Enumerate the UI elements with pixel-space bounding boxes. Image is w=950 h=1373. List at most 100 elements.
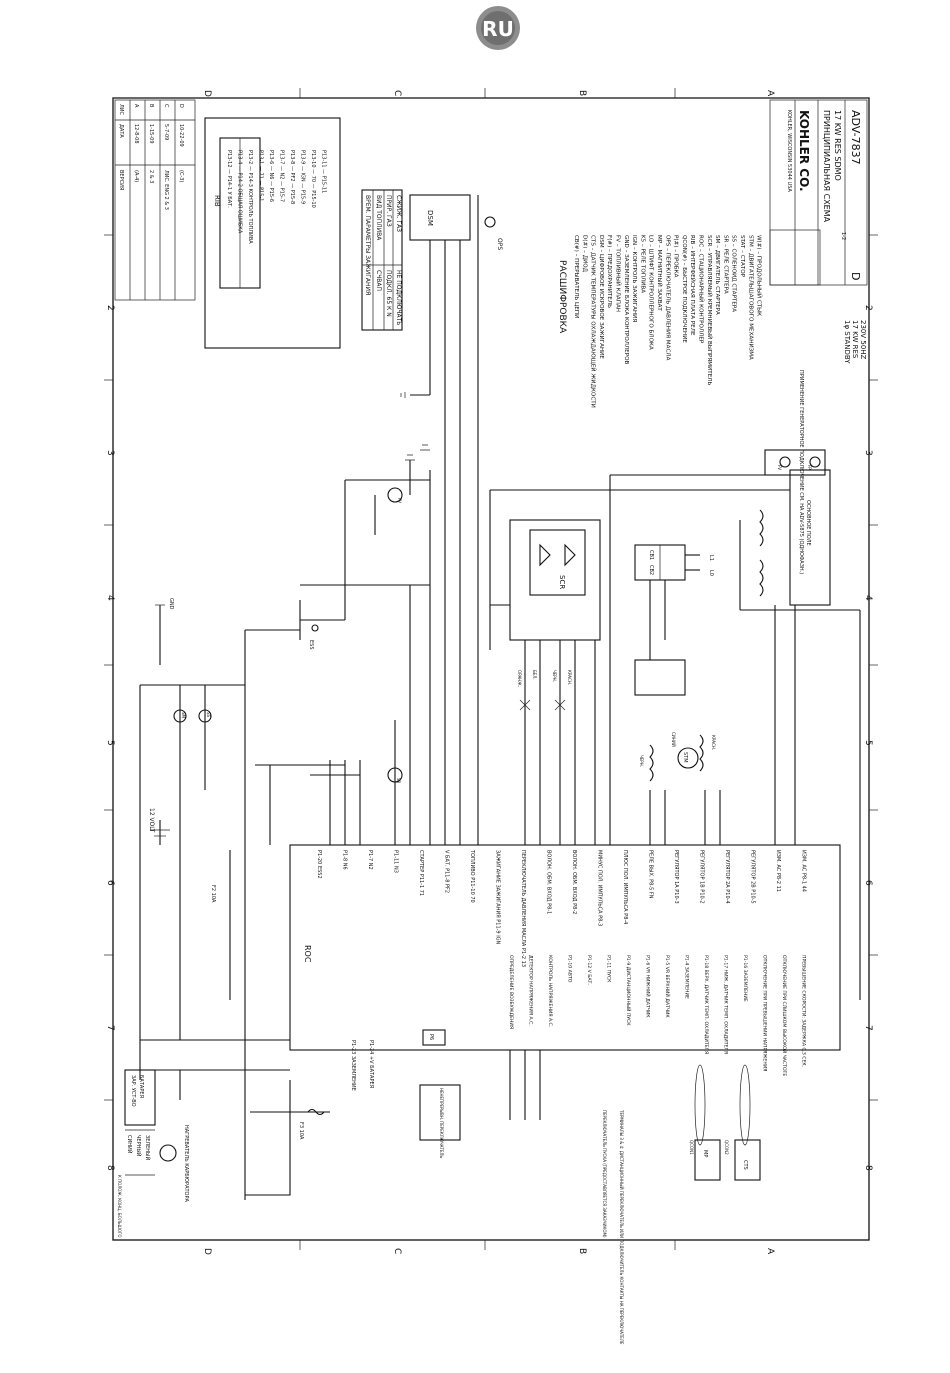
p6-label: P6 <box>428 1034 434 1040</box>
cb1-label: CB1 <box>648 550 654 560</box>
roc-terminal-label: ТОПЛИВО P11-10 70 <box>469 849 475 903</box>
rib-pin-label: P13-6 — N6 — P15-6 <box>268 150 274 202</box>
zone-labels-bottom: D C B A <box>202 1248 775 1255</box>
qcon2-label: QCON2 <box>724 1140 729 1155</box>
col-left-2: 3 <box>105 450 115 456</box>
rev-row-version: (C-3) <box>178 170 184 182</box>
fn-label: FV <box>777 465 782 470</box>
fuel-row-1-b: ПОДКЛ. 65 К N <box>385 270 392 317</box>
roc-function-label: ОПРЕДЕЛЕНИЕ ВОЗБУЖДЕНИЯ <box>508 955 514 1029</box>
rev-row-version: (A-4) <box>133 170 139 182</box>
col-left-7: 8 <box>105 1165 115 1171</box>
legend-title: РАСШИФРОВКА <box>557 260 567 334</box>
roc-terminal-label: P1-11 N3 <box>393 850 399 873</box>
drawing-title: ПРИНЦИПИАЛЬНАЯ СХЕМА <box>822 110 831 223</box>
rev-row-date: 12-8-08 <box>133 124 139 144</box>
fuel-row-2-b: НЕ ПОДКЛЮЧАТЬ <box>395 270 402 325</box>
roc-function-label: ПРЕВЫШЕНИЕ СКОРОСТИ: ЗАДЕРЖКА 0,3 СЕК. <box>801 955 807 1067</box>
rib-label: RIB <box>213 195 221 207</box>
app-line-3: 230V 50HZ <box>859 320 867 360</box>
wire-color-labels: ОРАНЖ. БЕЛ. ЧЕРН. КРАСН. <box>517 670 572 687</box>
rev-header-date: ДАТА <box>118 124 124 138</box>
rev-row-date: 10-22-09 <box>178 124 184 147</box>
fuel-row-0-a: ВИД ТОПЛИВА <box>375 195 382 241</box>
col-left-5: 6 <box>105 880 115 886</box>
l0-label: L0 <box>708 570 714 576</box>
battery-note: К ПОЛОЖ. КОНЦ. БОЛЬШОГО <box>117 1175 122 1238</box>
wire-blue: СИНИЙ <box>126 1135 133 1154</box>
stm-label: STM <box>682 752 688 763</box>
fuel-row-2-a: СЖИЖ. ГАЗ <box>395 195 402 232</box>
rib-pin-label: P13-2 — P14-3 КОНТРОЛЬ ТОПЛИВА <box>247 150 253 244</box>
roc-terminal-label: РЕГУЛЯТОР 2A P10-4 <box>724 850 730 904</box>
carb-heater-label: НАГРЕВАТЕЛЬ КАРБЮРАТОРА <box>183 1125 189 1203</box>
roc-terminal-label: ПЛЮС ПОЛ. ИМПУЛЬСА P8-4 <box>622 850 628 924</box>
title-block: KOHLER CO. KOHLER, WISCONSIN 53044 USA П… <box>769 99 868 286</box>
zone-bottom-c: C <box>392 1248 402 1254</box>
ops-label: OPS <box>496 238 503 250</box>
battery-label: 12 VOLT <box>148 808 155 833</box>
rib-pin-label: P13-9 — IGN — P15-9 <box>300 150 306 204</box>
col-right-6: 7 <box>863 1025 873 1031</box>
legend-item: SM – ДВИГАТЕЛЬ СТАРТЕРА <box>714 235 720 315</box>
rev-row-version: ЛИС. ENG 2 & 3 <box>163 170 169 210</box>
legend-item: SR – РЕЛЕ СТАРТЕРА <box>722 235 728 294</box>
legend-item: SCR – УПРАВЛЯЕМЫЙ КРЕМНИЕВЫЙ ВЫПРЯМИТЕЛЬ <box>706 235 713 385</box>
col-right-1: 2 <box>863 305 873 311</box>
legend-item: OPS – ПЕРЕКЛЮЧАТЕЛЬ ДАВЛЕНИЯ МАСЛА <box>664 235 670 361</box>
scr-label: SCR <box>558 575 566 589</box>
legend-item: STM – ДВИГАТЕЛЬШАГОВОГО МЕХАНИЗМА <box>747 235 753 360</box>
roc-terminal-label: ПЕРЕКЛЮЧАТЕЛЬ ДАВЛЕНИЯ МАСЛА P1-2 13 <box>520 850 526 967</box>
scr-rectifier: SCR <box>489 474 790 845</box>
stepper-motor: STM СИНИЙ КРАСН. ЧЕРН. <box>639 732 721 845</box>
roc-terminal-label: СТАРТЕР P11-1 71 <box>418 850 424 896</box>
rib-pin-label: P13-4 — P14-2 ОБЩАЯ ОШИБКА <box>237 150 243 234</box>
fuel-fuse-label: F3 10A <box>298 1122 304 1140</box>
roc-function-label: P1-12 V БАТ. <box>586 955 592 985</box>
roc-function-label: P1-11 ПУСК <box>606 955 612 983</box>
stm-wire-black: ЧЕРН. <box>639 755 644 767</box>
rev-header-sheet: ЛИС <box>118 104 124 116</box>
charger-line-2: БАТАРЕЯ <box>138 1075 144 1098</box>
roc-terminal-label: V БАТ. P11-8 PF2 <box>444 850 450 893</box>
language-badge: RU <box>476 6 520 50</box>
stator: ОСНОВНОЕ ПОЛЕ FV FP <box>739 449 861 1000</box>
zone-labels-top: D C B A <box>202 90 775 97</box>
wire-black-2: ЧЕРН. <box>552 670 557 682</box>
col-right-2: 3 <box>863 450 873 456</box>
roc-terminal-label: ЗАЖИГАНИЕ ЗАЖИГАНИЯ P11-9 IGN <box>495 850 501 945</box>
rib-panel <box>204 117 341 349</box>
roc-function-label: P1-6 VR НИЖНИЙ ДАТЧИК <box>645 955 652 1018</box>
fuel-row-0-b: СЧВАП <box>375 270 382 291</box>
roc-terminal-label: ВОЛОН. ОБМ. ВХОД P8-2 <box>571 850 577 914</box>
rib-pin-label: P13-11 — P15-11 <box>321 150 327 193</box>
roc-terminal-label: P1-20 ESS2 <box>316 850 322 879</box>
terminals-note: ТЕРМИНАЛЫ 3 & 4: ДИСТАНЦИОННЫЙ ПЕРЕКЛЮЧА… <box>619 1109 624 1345</box>
rib-pin-label: P13-12 — P14-1 У БАТ. <box>226 150 232 208</box>
vbat-terminal-label: P1-24 +V БАТАРЕЯ <box>368 1040 374 1088</box>
drawing-model: 17 KW RES SDMO <box>833 110 842 181</box>
badge-label: RU <box>482 17 514 41</box>
col-right-4: 5 <box>863 740 873 746</box>
ess-label: ESS <box>308 640 314 650</box>
zone-top-a: A <box>765 90 775 97</box>
legend-item: ROC – СТАЦИОНАРНЫЙ КОНТРОЛЛЕР <box>698 235 705 344</box>
legend-item: CB(#) – ПРЕРЫВАТЕЛЬ ЦЕПИ <box>573 235 579 318</box>
roc-function-label: P1-18 ВЕРХ. ДАТЧИК ТЕМП. ОХЛАДИТЕЛЯ <box>703 955 709 1054</box>
legend-item: SS – СОЛЕНОИД СТАРТЕРА <box>731 235 737 312</box>
zone-top-b: B <box>577 90 587 96</box>
fv-label: FV <box>397 498 402 503</box>
roc-function-label: P1-16 ЗАЗЕМЛЕНИЕ <box>742 955 748 1002</box>
col-right-5: 6 <box>863 880 873 886</box>
legend-item: LO – ШТИФТ КОНТРОЛЛЕРНОГО БЛОКА <box>648 235 654 350</box>
zone-bottom-d: D <box>202 1248 212 1255</box>
rev-row-letter: C <box>163 104 169 108</box>
rib-pin-label: P13-7 — N2 — P15-7 <box>279 150 285 202</box>
company-name: KOHLER CO. <box>797 110 811 192</box>
column-numbers-left: 2 3 4 5 6 7 8 <box>105 305 115 1171</box>
legend-item: K5 – РЕЛЕ ТОПЛИВА <box>639 235 645 293</box>
fuse-f2-label: F2 10A <box>210 885 216 903</box>
roc-box <box>289 844 841 1051</box>
